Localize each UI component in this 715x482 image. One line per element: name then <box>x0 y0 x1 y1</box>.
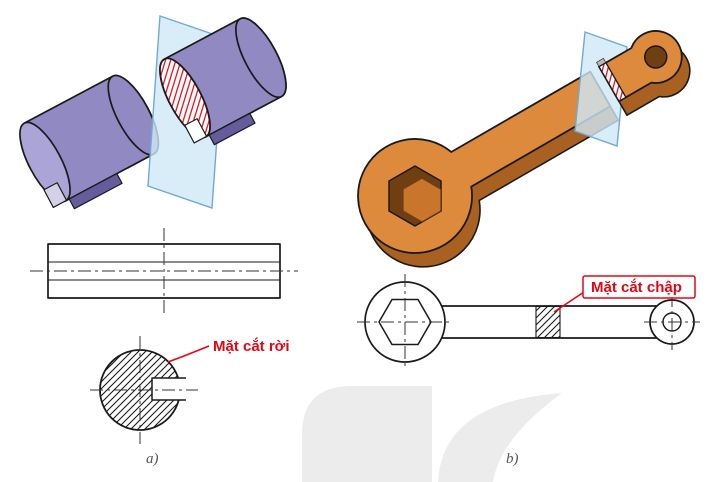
callout-b-box <box>582 275 696 299</box>
shaft-3d-pictorial <box>19 15 287 210</box>
callout-a: Mặt cắt rời <box>213 337 290 355</box>
removed-section-view: Mặt cắt rời <box>90 336 290 444</box>
shaft-left-half <box>19 74 160 210</box>
leader-line-b <box>553 291 585 313</box>
leader-line-a <box>167 345 210 363</box>
caption-b: b) <box>506 451 519 467</box>
wrench-end-piece <box>595 30 691 116</box>
cut-section-face-b <box>598 62 627 102</box>
shaft-right-back-face <box>235 17 287 99</box>
figure-b: Mặt cắt chập b) <box>357 30 700 467</box>
wrench-main-body <box>357 70 620 268</box>
shaft-right-half <box>159 17 287 146</box>
wrench-3d-pictorial <box>357 30 691 268</box>
shaft-front-view <box>30 228 298 314</box>
callout-b: Mặt cắt chập <box>591 278 682 296</box>
watermark-rounded-shape <box>302 386 432 482</box>
keyway-flange <box>68 173 123 210</box>
keyway-notch <box>184 118 208 144</box>
keyway-notch <box>43 182 68 209</box>
watermark-petal-shape <box>438 393 562 482</box>
keyway-slot-outline <box>151 377 186 401</box>
keyway-flange <box>208 112 256 146</box>
watermark <box>302 386 562 482</box>
superimposed-section-band <box>535 305 561 339</box>
hex-hole-floor <box>402 178 442 223</box>
caption-a: a) <box>146 451 159 467</box>
eye-hole <box>644 45 668 69</box>
wrench-top-view: Mặt cắt chập <box>357 274 700 370</box>
figure-a: Mặt cắt rời a) <box>19 15 298 467</box>
keyway-slot <box>152 378 186 400</box>
